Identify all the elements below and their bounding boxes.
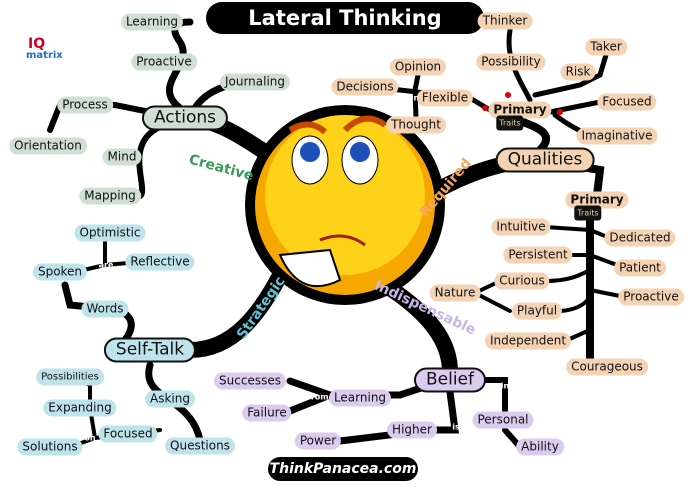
- red-dot: [557, 109, 563, 115]
- logo-line2: matrix: [26, 50, 63, 61]
- node-questions[interactable]: Questions: [165, 437, 235, 455]
- central-smiley-face: [245, 105, 445, 305]
- node-focused-trait[interactable]: Focused: [597, 93, 657, 111]
- node-expanding[interactable]: Expanding: [43, 399, 117, 417]
- node-possibility[interactable]: Possibility: [476, 53, 546, 71]
- node-mind[interactable]: Mind: [102, 148, 142, 166]
- node-nature[interactable]: Nature: [429, 284, 481, 302]
- node-possibilities[interactable]: Possibilities: [36, 368, 104, 386]
- footer-url[interactable]: ThinkPanacea.com: [268, 457, 418, 481]
- node-persistent[interactable]: Persistent: [503, 246, 573, 264]
- map-title: Lateral Thinking: [206, 2, 484, 34]
- node-belief[interactable]: Belief: [413, 367, 487, 393]
- node-higher[interactable]: Higher: [387, 421, 437, 439]
- node-thought[interactable]: Thought: [386, 116, 446, 134]
- node-proactive-trait[interactable]: Proactive: [618, 288, 684, 306]
- node-self-talk[interactable]: Self-Talk: [103, 337, 197, 363]
- traits-label: Traits: [574, 205, 602, 221]
- node-primary-traits-2[interactable]: Primary: [565, 191, 629, 209]
- node-journaling[interactable]: Journaling: [219, 73, 291, 91]
- node-patient[interactable]: Patient: [614, 259, 666, 277]
- iq-matrix-logo: IQ matrix: [12, 12, 72, 72]
- branch-leaves: [473, 225, 627, 343]
- traits-label: Traits: [496, 115, 524, 131]
- node-mapping[interactable]: Mapping: [79, 187, 141, 205]
- link-in: in: [401, 381, 411, 391]
- node-proactive[interactable]: Proactive: [131, 53, 197, 71]
- node-personal[interactable]: Personal: [472, 411, 534, 429]
- branch-mind: [136, 122, 168, 199]
- branch-higher: [336, 388, 459, 445]
- link-in: in: [500, 381, 510, 391]
- node-taker[interactable]: Taker: [585, 38, 627, 56]
- node-words[interactable]: Words: [81, 300, 129, 318]
- node-orientation[interactable]: Orientation: [9, 137, 87, 155]
- node-primary-traits-1[interactable]: Primary: [488, 101, 552, 119]
- node-curious[interactable]: Curious: [494, 272, 550, 290]
- link-from: from: [307, 392, 329, 402]
- node-belief-learning[interactable]: Learning: [328, 389, 392, 407]
- node-dedicated[interactable]: Dedicated: [604, 229, 676, 247]
- logo-line1: IQ: [28, 36, 46, 52]
- node-risk[interactable]: Risk: [560, 63, 596, 81]
- node-decisions[interactable]: Decisions: [331, 78, 399, 96]
- node-opinion[interactable]: Opinion: [389, 58, 447, 76]
- node-learning[interactable]: Learning: [120, 13, 184, 31]
- node-independent[interactable]: Independent: [484, 332, 572, 350]
- node-asking[interactable]: Asking: [145, 390, 195, 408]
- red-dot: [482, 105, 488, 111]
- link-on: on: [84, 433, 96, 443]
- node-intuitive[interactable]: Intuitive: [491, 218, 551, 236]
- node-focused[interactable]: Focused: [98, 425, 158, 443]
- node-qualities[interactable]: Qualities: [495, 147, 595, 173]
- red-dot: [505, 92, 511, 98]
- node-failure[interactable]: Failure: [242, 404, 292, 422]
- link-is: is: [452, 422, 460, 432]
- node-flexible[interactable]: Flexible: [416, 89, 474, 107]
- node-reflective[interactable]: Reflective: [125, 253, 195, 271]
- link-are: are: [98, 260, 114, 270]
- link-in: in: [410, 93, 420, 103]
- node-power[interactable]: Power: [294, 432, 342, 450]
- node-courageous[interactable]: Courageous: [566, 358, 648, 376]
- node-ability[interactable]: Ability: [516, 438, 564, 456]
- node-imaginative[interactable]: Imaginative: [576, 127, 658, 145]
- node-playful[interactable]: Playful: [511, 302, 563, 320]
- node-spoken[interactable]: Spoken: [32, 263, 88, 281]
- node-successes[interactable]: Successes: [214, 372, 286, 390]
- node-thinker[interactable]: Thinker: [477, 12, 533, 30]
- node-process[interactable]: Process: [57, 96, 113, 114]
- branch-belief: [377, 277, 458, 380]
- branch-primary1: [516, 116, 550, 154]
- node-actions[interactable]: Actions: [141, 105, 229, 131]
- node-solutions[interactable]: Solutions: [17, 438, 83, 456]
- node-optimistic[interactable]: Optimistic: [74, 224, 146, 242]
